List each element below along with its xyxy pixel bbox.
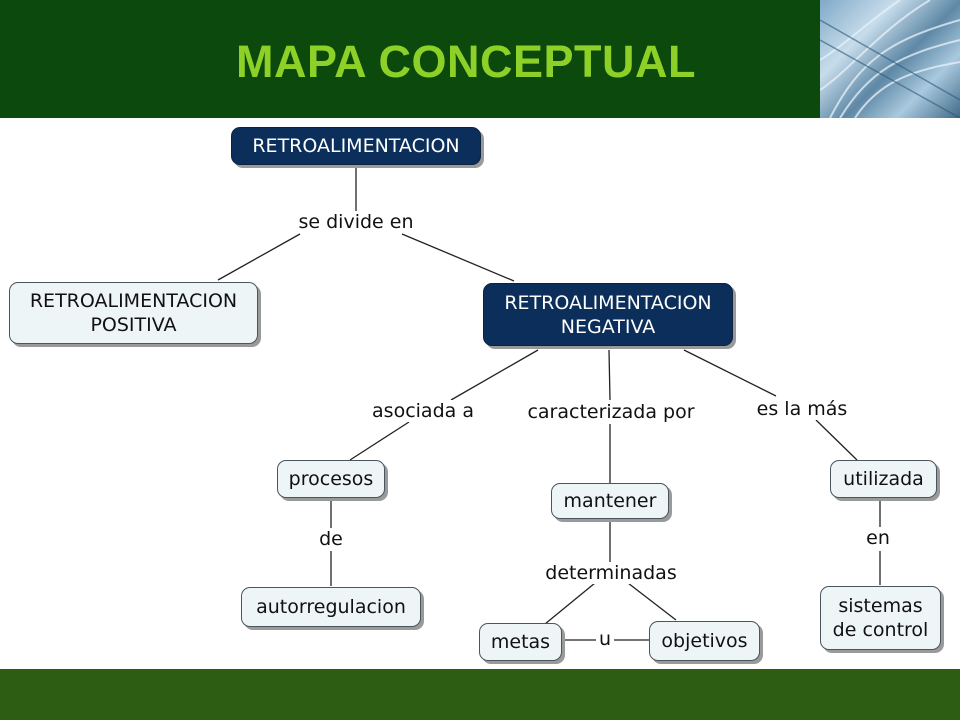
link-label-se-divide-en: se divide en — [295, 211, 417, 233]
node-mantener: mantener — [551, 483, 669, 519]
footer-bar — [0, 669, 960, 720]
node-retroalimentacion: RETROALIMENTACION — [231, 127, 481, 165]
link-label-determinadas: determinadas — [542, 562, 680, 584]
link-label-asociada-a: asociada a — [369, 400, 477, 422]
link-label-es-la-mas: es la más — [753, 398, 851, 420]
link-label-de: de — [316, 528, 346, 550]
page-title: MAPA CONCEPTUAL — [236, 36, 696, 87]
node-retroalimentacion-negativa: RETROALIMENTACION NEGATIVA — [483, 283, 733, 346]
node-procesos: procesos — [277, 460, 385, 498]
node-utilizada: utilizada — [830, 460, 937, 498]
link-label-caracterizada-por: caracterizada por — [524, 401, 698, 423]
node-metas: metas — [479, 623, 562, 661]
node-retroalimentacion-positiva: RETROALIMENTACION POSITIVA — [9, 282, 258, 344]
node-sistemas-de-control: sistemas de control — [820, 586, 941, 650]
node-objetivos: objetivos — [649, 621, 760, 661]
node-autorregulacion: autorregulacion — [241, 587, 421, 627]
header-bar: MAPA CONCEPTUAL — [0, 0, 960, 118]
link-label-u: u — [596, 628, 614, 650]
link-label-en: en — [863, 527, 893, 549]
header-photo — [820, 0, 960, 118]
